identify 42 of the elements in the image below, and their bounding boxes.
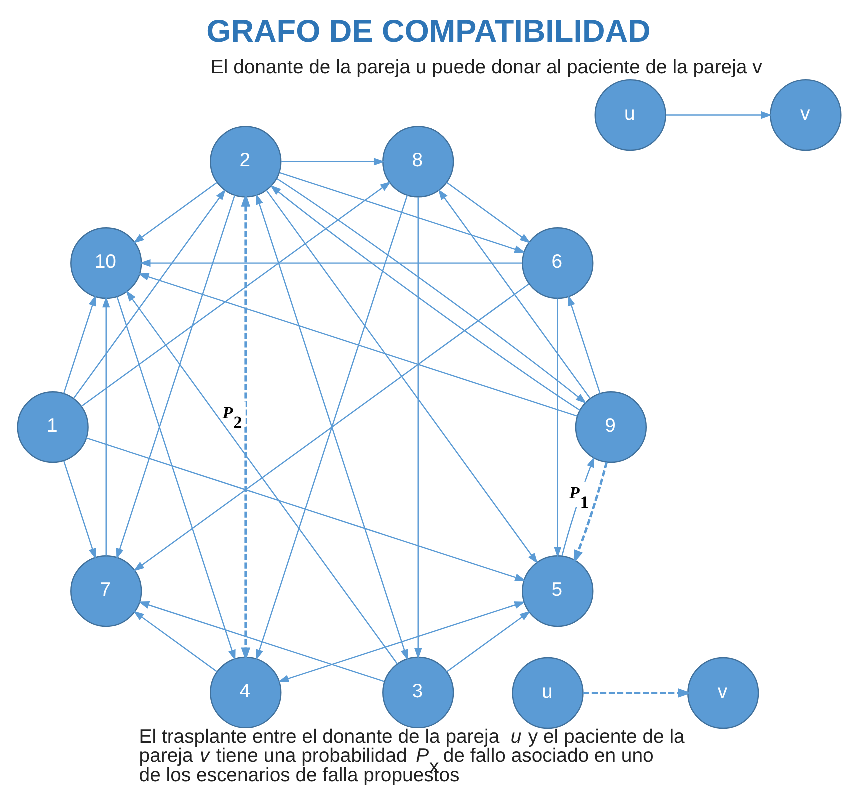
node-circle: 7: [70, 556, 142, 628]
arrow: [140, 259, 522, 268]
arrow: [574, 462, 608, 564]
diagram-title: GRAFO DE COMPATIBILIDAD: [206, 13, 651, 50]
node-label: El donante de la pareja u puede donar al paciente de la pareja v: [210, 56, 762, 79]
arrow: [584, 688, 692, 698]
arrow: [554, 298, 562, 558]
arrow: [266, 190, 538, 564]
node-circle: 8: [382, 126, 454, 198]
arrow: [414, 197, 422, 660]
arrow: [280, 172, 526, 254]
arrow: [63, 295, 96, 394]
arrow: [133, 611, 218, 672]
arrow: [568, 295, 601, 394]
arrow: [74, 189, 226, 399]
node-circle: 6: [522, 227, 594, 300]
node-circle: 4: [210, 656, 282, 729]
arrow: [138, 273, 578, 417]
arrow: [133, 182, 218, 244]
node-circle: 10: [70, 227, 142, 300]
arrow: [438, 189, 591, 399]
arrow: [278, 602, 526, 683]
arrow: [86, 438, 526, 582]
arrow: [281, 158, 385, 166]
arrow: [134, 284, 530, 572]
arrow: [116, 195, 236, 560]
node-circle: v: [770, 79, 842, 152]
arrow: [666, 111, 772, 120]
node-circle: 5: [522, 556, 594, 628]
arrow: [81, 182, 392, 407]
arrow: [446, 611, 531, 672]
arrow: [138, 602, 385, 682]
arrow: [126, 290, 398, 665]
node-circle: u: [594, 79, 666, 152]
arrow: [102, 296, 110, 556]
arrow: [446, 182, 531, 244]
arrow: [116, 296, 236, 661]
node-circle: u: [512, 657, 584, 730]
node-circle: v: [688, 657, 760, 730]
node-circle: 3: [382, 656, 454, 729]
node-circle: 1: [17, 392, 89, 464]
arrow: [63, 460, 96, 560]
